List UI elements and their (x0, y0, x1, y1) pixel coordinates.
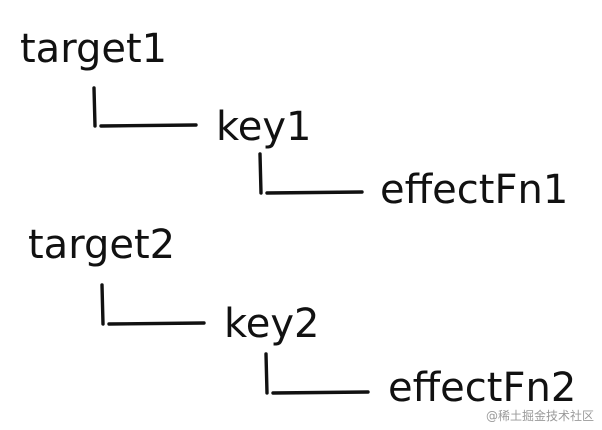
effect-node-1: effectFn1 (380, 167, 568, 213)
connector-key-to-effect-2-horizontal (271, 390, 370, 395)
key-node-1: key1 (216, 104, 311, 150)
connector-target-to-key-1-vertical (92, 86, 97, 128)
connector-key-to-effect-1-vertical (258, 152, 263, 195)
connector-key-to-effect-1-horizontal (265, 190, 364, 195)
connector-target-to-key-2-horizontal (107, 321, 206, 326)
key-node-2: key2 (224, 301, 319, 347)
effect-node-2: effectFn2 (388, 365, 576, 411)
target-node-2: target2 (28, 222, 175, 268)
watermark-text: @稀土掘金技术社区 (485, 409, 594, 423)
tree-1: target1 key1 effectFn1 (20, 26, 568, 213)
connector-target-to-key-1-horizontal (99, 123, 198, 128)
connector-target-to-key-2-vertical (100, 283, 105, 326)
tree-2: target2 key2 effectFn2 (28, 222, 576, 411)
target-node-1: target1 (20, 26, 167, 72)
connector-key-to-effect-2-vertical (264, 352, 269, 395)
